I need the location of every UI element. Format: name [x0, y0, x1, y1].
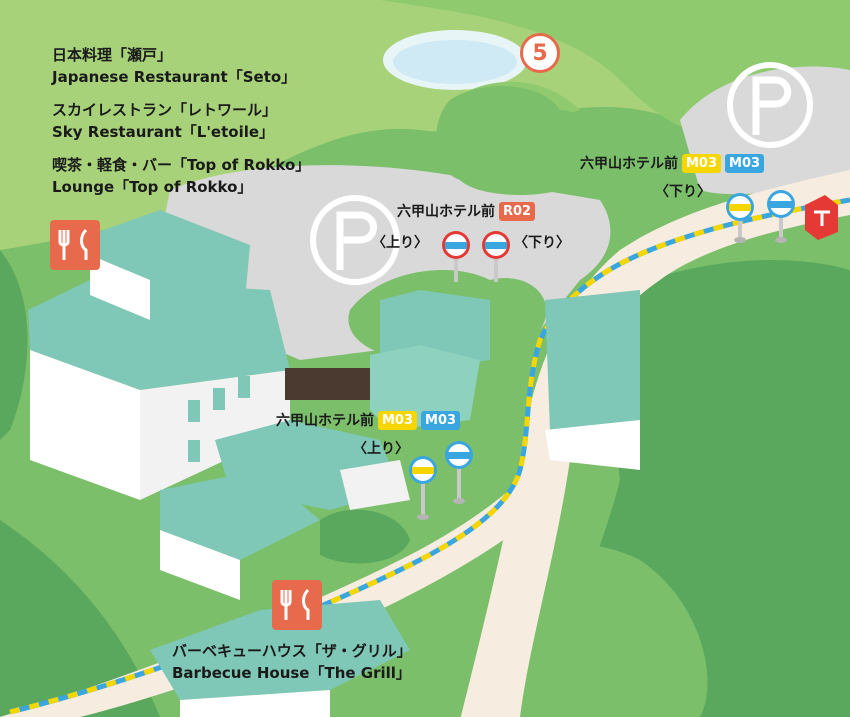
tree-cluster-top — [436, 86, 595, 195]
bus-stop-direction-down: 〈下り〉 — [514, 235, 570, 251]
restaurant-name-en: Sky Restaurant「L'etoile」 — [52, 123, 275, 141]
bus-stop-label-lower: 六甲山ホテル前 M03 M03 — [276, 410, 461, 430]
route-line-yellow — [9, 197, 850, 715]
route-badge: R02 — [499, 201, 536, 221]
restaurant-name-en: Barbecue House「The Grill」 — [172, 664, 411, 682]
road-main — [460, 170, 850, 717]
bus-stop-direction: 〈上り〉 — [353, 441, 409, 457]
hill-left — [0, 250, 28, 440]
restaurant-label-lounge: 喫茶・軽食・バー「Top of Rokko」 Lounge「Top of Rok… — [52, 154, 310, 198]
hotel-wall-front — [30, 350, 140, 500]
bus-stop-name: 六甲山ホテル前 — [580, 156, 678, 172]
walkway — [285, 368, 380, 400]
bus-stop-direction: 〈下り〉 — [655, 184, 711, 200]
hotel-wall-side — [140, 370, 290, 500]
map-marker-number: 5 — [520, 33, 560, 73]
bus-stop-name: 六甲山ホテル前 — [276, 413, 374, 429]
restaurant-name-ja: 日本料理「瀬戸」 — [52, 46, 173, 64]
route-badge: M03 — [378, 410, 418, 430]
restaurant-icon — [50, 220, 100, 270]
restaurant-name-en: Japanese Restaurant「Seto」 — [52, 68, 297, 86]
postbox-icon — [805, 195, 838, 240]
restaurant-name-ja: スカイレストラン「レトワール」 — [52, 101, 278, 119]
building-right-roof — [545, 290, 640, 430]
grill-roof — [150, 600, 410, 700]
bus-stop-direction-up: 〈上り〉 — [372, 235, 428, 251]
restaurant-name-en: Lounge「Top of Rokko」 — [52, 178, 253, 196]
route-badge: M03 — [421, 410, 461, 430]
bush-lower — [320, 509, 410, 564]
restaurant-name-ja: 喫茶・軽食・バー「Top of Rokko」 — [52, 156, 311, 174]
parking-icon — [310, 195, 400, 285]
restaurant-label-letoile: スカイレストラン「レトワール」 Sky Restaurant「L'etoile」 — [52, 99, 277, 143]
restaurant-label-grill: バーベキューハウス「ザ・グリル」 Barbecue House「The Gril… — [172, 640, 412, 684]
bus-stop-label-upper-right: 六甲山ホテル前 M03 M03 — [580, 153, 765, 173]
bus-stop-icon — [409, 456, 437, 520]
pond — [393, 40, 517, 84]
bus-stop-icon — [442, 231, 470, 282]
hill-bottom-left — [0, 520, 160, 717]
restaurant-icon — [272, 580, 322, 630]
bus-stop-label-center: 六甲山ホテル前 R02 — [397, 201, 536, 221]
bus-stop-icon — [726, 193, 754, 243]
restaurant-name-ja: バーベキューハウス「ザ・グリル」 — [172, 642, 412, 660]
bus-stop-icon — [767, 190, 795, 243]
bus-stop-icon — [445, 441, 473, 504]
route-badge: M03 — [682, 153, 722, 173]
bus-stop-icon — [482, 231, 510, 282]
hotel-roof-main — [28, 280, 290, 390]
bus-stop-name: 六甲山ホテル前 — [397, 204, 495, 220]
route-badge: M03 — [725, 153, 765, 173]
parking-icon — [727, 62, 813, 148]
restaurant-label-seto: 日本料理「瀬戸」 Japanese Restaurant「Seto」 — [52, 44, 296, 88]
